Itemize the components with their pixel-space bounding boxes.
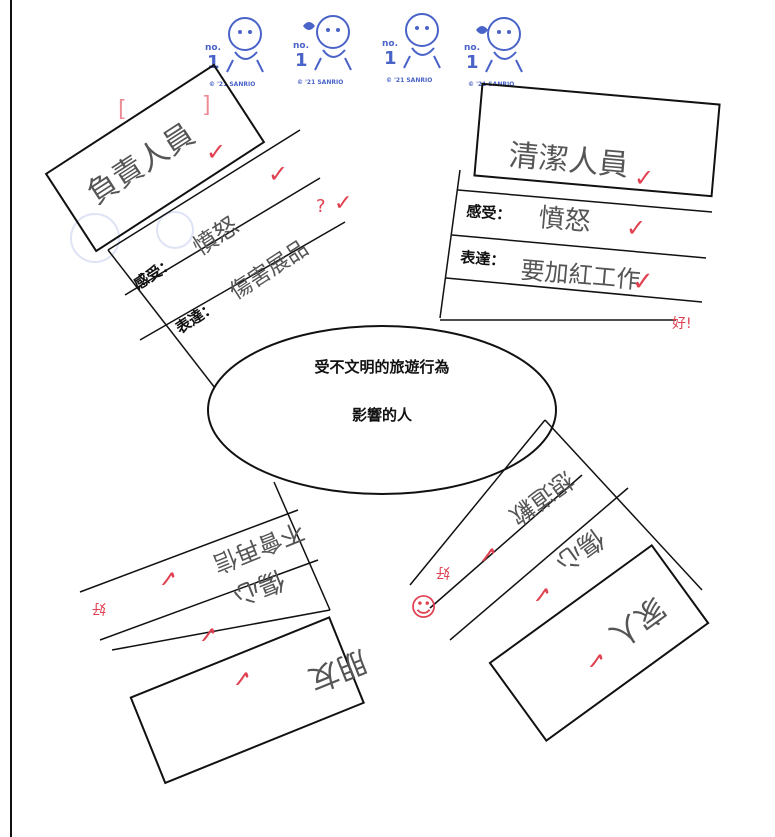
stamp-copyright: © '21 SANRIO (297, 79, 343, 86)
bottom-right-role-text: 家人 (603, 590, 672, 654)
question-mark: ? (316, 196, 326, 217)
top-left-line-1 (107, 129, 301, 251)
top-left-feeling-value: 憤怒 (188, 211, 244, 261)
check-mark-icon: ✓ (634, 164, 654, 192)
stamp-group: no. 1 © '21 SANRIO no. 1 © '21 SANRIO no… (205, 13, 523, 88)
bottom-right-line-3 (449, 487, 629, 641)
top-right-line-3 (445, 277, 703, 303)
stamp-2-icon: no. 1 © '21 SANRIO (293, 15, 352, 86)
top-left-line-2 (124, 177, 321, 296)
branch-bottom-left: 朋友 ✓ 傷心 ✓ 不會再信 ✓ 好 (79, 481, 372, 785)
check-mark-icon: ✓ (268, 160, 288, 188)
top-left-connector (107, 249, 216, 389)
faint-stamp-smudge-icon (70, 211, 194, 263)
bottom-right-role-box (488, 544, 710, 743)
top-right-role-text: 清潔人員 (507, 138, 630, 183)
stamp-no-label: no. (464, 43, 480, 53)
bottom-left-role-text: 朋友 (303, 643, 372, 698)
top-left-line-3 (139, 221, 346, 341)
check-mark-icon: ✓ (586, 646, 606, 674)
stamp-number: 1 (384, 48, 397, 69)
bottom-left-line-1 (79, 509, 299, 593)
stamp-copyright: © '21 SANRIO (386, 77, 432, 84)
central-title-line2: 影響的人 (352, 406, 413, 424)
teacher-comment: 好! (672, 316, 692, 332)
bottom-left-line-2 (99, 559, 319, 641)
check-mark-icon: ✓ (532, 580, 552, 608)
branch-top-right: 清潔人員 ✓ 感受： 憤怒 ✓ 表達： 要加紅工作 ✓ 好! (439, 82, 721, 332)
check-mark-icon: ✓ (478, 540, 498, 568)
check-mark-icon: ✓ (334, 191, 352, 216)
check-mark-icon: ✓ (158, 564, 178, 592)
stamp-no-label: no. (382, 39, 398, 49)
stamp-no-label: no. (293, 41, 309, 51)
central-oval (207, 325, 557, 495)
bottom-right-express-value: 想道歉 (504, 465, 579, 530)
bottom-left-connector (273, 481, 331, 611)
smiley-face-icon: ☺ (410, 593, 437, 623)
bottom-right-comment: 好 (436, 564, 450, 580)
top-right-express-value: 要加紅工作 (519, 256, 641, 294)
top-right-express-label: 表達： (460, 248, 506, 270)
bottom-left-line-3 (111, 609, 331, 651)
check-mark-icon: ✓ (632, 267, 654, 297)
bottom-right-connector (544, 419, 703, 591)
top-right-line-2 (451, 234, 707, 259)
top-left-feeling-label: 感受： (130, 254, 178, 294)
stamp-number: 1 (466, 52, 479, 73)
stamp-1-icon: no. 1 © '21 SANRIO (205, 17, 264, 88)
top-right-feeling-value: 憤怒 (537, 203, 591, 237)
bottom-right-feeling-value: 傷心 (550, 522, 610, 577)
check-mark-icon: ✓ (626, 214, 646, 242)
top-right-role-box (473, 82, 721, 198)
bottom-left-comment: 好 (92, 600, 106, 616)
stamp-number: 1 (295, 50, 308, 71)
central-title-line1: 受不文明的旅遊行為 (314, 358, 449, 376)
top-right-connector (439, 169, 461, 319)
top-left-bracket-open: [ (118, 97, 127, 122)
top-right-line-1 (457, 189, 713, 213)
stamp-no-label: no. (205, 43, 221, 53)
top-right-feeling-label: 感受： (466, 202, 512, 224)
top-left-role-text: 負責人員 (81, 117, 201, 212)
bottom-left-role-box (129, 616, 365, 785)
top-left-express-value: 傷害展品 (226, 236, 313, 305)
top-left-bracket-close: ] (202, 93, 211, 118)
page-left-edge (0, 0, 12, 837)
stamp-3-icon: no. 1 © '21 SANRIO (382, 13, 441, 84)
stamp-copyright: © '21 SANRIO (209, 81, 255, 88)
check-mark-icon: ✓ (232, 664, 252, 692)
stamp-4-icon: no. 1 © '21 SANRIO (464, 17, 523, 88)
central-topic: 受不文明的旅遊行為 影響的人 (207, 325, 557, 495)
top-left-role-box (44, 63, 266, 253)
check-mark-icon: ✓ (206, 138, 226, 166)
top-left-express-label: 表達： (172, 298, 220, 338)
bottom-right-line-1 (409, 419, 546, 586)
bottom-right-line-2 (429, 474, 583, 609)
check-mark-icon: ✓ (198, 620, 218, 648)
